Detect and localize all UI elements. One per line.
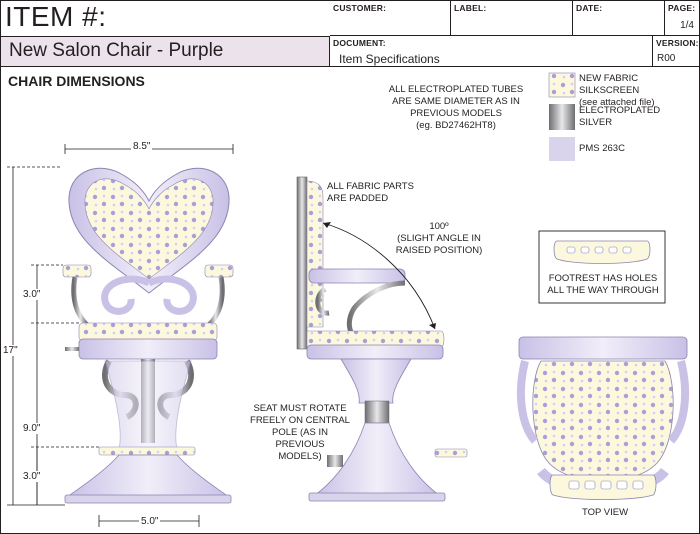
note-tubes-line2: ARE SAME DIAMETER AS IN	[392, 96, 520, 107]
note-seat-line3: POLE (AS IN PREVIOUS	[272, 427, 328, 450]
label-label: LABEL:	[454, 3, 487, 13]
page-value: 1/4	[680, 20, 694, 31]
legend-fabric-line2: (see attached file)	[579, 97, 655, 108]
note-tubes-line3: PREVIOUS MODELS	[410, 108, 502, 119]
note-footrest-line2: ALL THE WAY THROUGH	[547, 285, 659, 296]
version-cell: VERSION: R00	[653, 36, 699, 67]
legend-fabric-line1: NEW FABRIC SILKSCREEN	[579, 73, 640, 96]
version-label: VERSION:	[656, 38, 699, 48]
note-fabric: ALL FABRIC PARTS ARE PADDED	[327, 181, 427, 205]
note-tubes-line4: (eg. BD27462HT8)	[416, 120, 496, 131]
customer-cell: CUSTOMER:	[330, 1, 451, 36]
header-block: ITEM #: New Salon Chair - Purple CUSTOME…	[1, 1, 699, 67]
note-tubes: ALL ELECTROPLATED TUBES ARE SAME DIAMETE…	[381, 84, 531, 132]
note-seat-line1: SEAT MUST ROTATE	[253, 403, 347, 414]
note-angle-line1: 100º	[429, 221, 449, 232]
label-cell: LABEL:	[451, 1, 573, 36]
document-value: Item Specifications	[339, 52, 440, 66]
note-seat: SEAT MUST ROTATE FREELY ON CENTRAL POLE …	[247, 403, 353, 463]
note-seat-line2: FREELY ON CENTRAL	[250, 415, 350, 426]
page-cell: PAGE: 1/4	[665, 1, 699, 36]
side-view	[296, 176, 468, 502]
note-angle-line3: RAISED POSITION)	[395, 245, 483, 256]
page-label: PAGE:	[668, 3, 696, 13]
legend-silver-line2: SILVER	[579, 117, 613, 128]
note-tubes-line1: ALL ELECTROPLATED TUBES	[388, 84, 524, 95]
note-footrest-line1: FOOTREST HAS HOLES	[548, 273, 658, 284]
note-angle-line2: (SLIGHT ANGLE IN	[397, 233, 481, 244]
dim-width-base: 5.0"	[139, 516, 161, 527]
document-label: DOCUMENT:	[333, 38, 386, 48]
item-name-field: New Salon Chair - Purple	[1, 36, 330, 67]
section-title: CHAIR DIMENSIONS	[8, 73, 145, 89]
legend-silver-line1: ELECTROPLATED	[579, 105, 661, 116]
document-cell: DOCUMENT: Item Specifications	[330, 36, 653, 67]
customer-label: CUSTOMER:	[333, 3, 387, 13]
top-view-label: TOP VIEW	[581, 507, 629, 518]
version-value: R00	[657, 53, 676, 64]
note-fabric-line1: ALL FABRIC PARTS	[327, 181, 414, 192]
item-name: New Salon Chair - Purple	[9, 40, 224, 61]
dim-width-top: 8.5"	[131, 141, 153, 152]
legend-pms: PMS 263C	[579, 143, 625, 154]
note-fabric-line2: ARE PADDED	[327, 193, 389, 204]
note-seat-line4: MODELS)	[278, 451, 322, 462]
note-angle: 100º (SLIGHT ANGLE IN RAISED POSITION)	[387, 221, 491, 257]
dim-height-foot: 3.0"	[23, 471, 41, 482]
note-footrest: FOOTREST HAS HOLES ALL THE WAY THROUGH	[545, 273, 661, 297]
item-number-label: ITEM #:	[5, 1, 107, 32]
dim-height-total: 17"	[3, 345, 18, 356]
footrest-inset	[538, 230, 666, 304]
legend-fabric: NEW FABRIC SILKSCREEN (see attached file…	[579, 73, 699, 109]
legend-swatches	[548, 72, 576, 161]
legend-silver: ELECTROPLATED SILVER	[579, 105, 660, 129]
dim-height-arm: 3.0"	[23, 289, 41, 300]
date-cell: DATE:	[573, 1, 665, 36]
date-label: DATE:	[576, 3, 603, 13]
front-view	[62, 167, 234, 504]
dim-height-seat: 9.0"	[23, 423, 41, 434]
top-view	[516, 336, 690, 500]
